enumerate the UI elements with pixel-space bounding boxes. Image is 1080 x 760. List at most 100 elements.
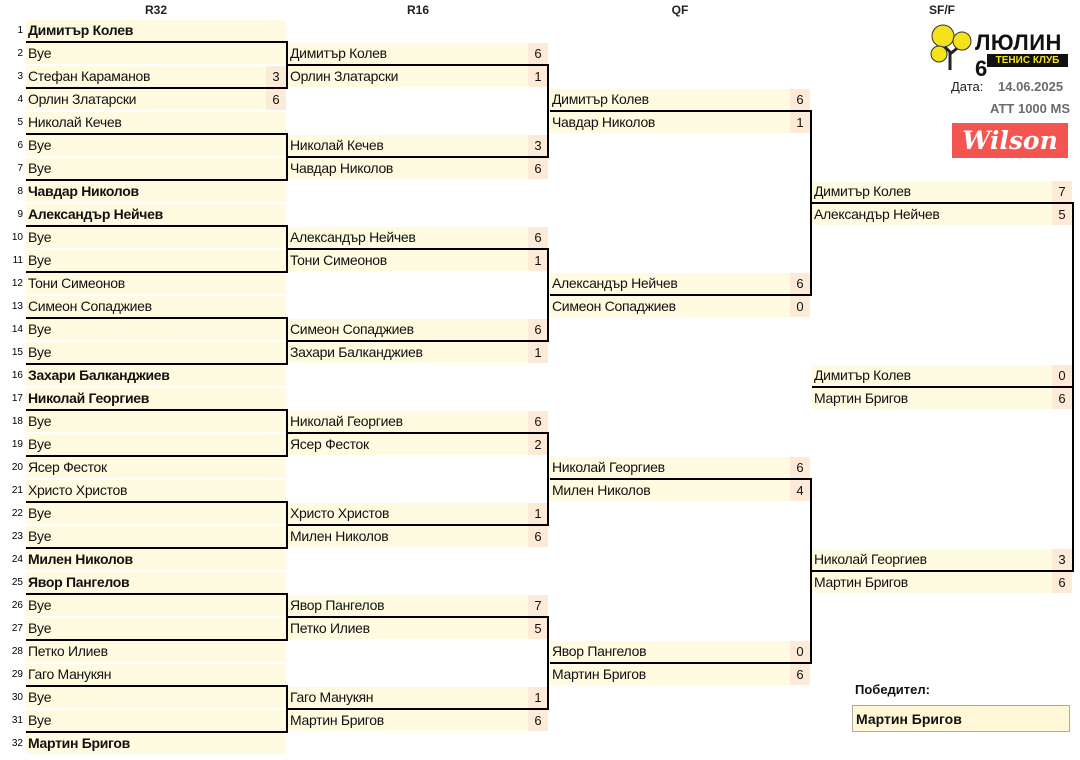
r32-bracket-side [286,501,288,549]
player-name: Мартин Бригов [28,735,130,751]
r16-bracket-side [547,248,549,342]
r32-bracket-top [26,41,288,43]
player-name: Орлин Златарски [290,68,399,84]
r32-entry: Мартин Бригов [26,733,286,754]
seed-number: 8 [17,186,23,197]
player-name: Явор Пангелов [290,597,385,613]
seed-number: 20 [11,462,23,473]
player-name: Явор Пангелов [28,574,130,590]
set-score: 6 [266,89,286,110]
r16-bracket-top [288,432,549,434]
seed-number: 19 [11,439,23,450]
qf-bracket-side [810,110,812,296]
player-name: Bye [28,689,52,705]
player-name: Николай Георгиев [814,551,927,567]
player-name: Петко Илиев [290,620,370,636]
qf-entry: Мартин Бригов [550,664,810,685]
r16-entry: Милен Николов [288,526,548,547]
set-score: 6 [528,158,548,179]
qf-entry: Милен Николов [550,480,810,501]
seed-number: 22 [11,508,23,519]
set-score: 1 [528,250,548,271]
r32-entry: Bye [26,411,286,432]
r16-entry: Петко Илиев [288,618,548,639]
seed-number: 29 [11,669,23,680]
r32-bracket-top [26,225,288,227]
player-name: Александър Нейчев [814,206,940,222]
seed-number: 5 [17,117,23,128]
r32-entry: Bye [26,227,286,248]
sf-entry: Николай Георгиев [812,549,1072,570]
club-logo-subtitle: ТЕНИС КЛУБ [987,54,1068,67]
r16-bracket-top [288,248,549,250]
seed-number: 4 [17,94,23,105]
set-score: 1 [528,342,548,363]
date-label: Дата: [951,79,984,94]
r16-entry: Симеон Сопаджиев [288,319,548,340]
set-score: 6 [790,457,810,478]
r32-bracket-side [286,593,288,641]
player-name: Симеон Сопаджиев [552,298,676,314]
r16-entry: Димитър Колев [288,43,548,64]
player-name: Тони Симеонов [28,275,125,291]
r16-entry: Николай Георгиев [288,411,548,432]
seed-number: 31 [11,715,23,726]
set-score: 5 [528,618,548,639]
sponsor-logo: Wilson [952,123,1068,158]
seed-number: 11 [12,255,23,266]
player-name: Николай Кечев [290,137,384,153]
date-value: 14.06.2025 [998,79,1064,94]
seed-number: 25 [11,577,23,588]
r32-entry: Гаго Манукян [26,664,286,685]
r16-bracket-top [288,64,549,66]
qf-entry: Симеон Сопаджиев [550,296,810,317]
qf-entry: Чавдар Николов [550,112,810,133]
qf-bracket-side [810,478,812,664]
player-name: Христо Христов [28,482,128,498]
set-score: 6 [528,526,548,547]
player-name: Ясер Фесток [290,436,369,452]
r32-entry: Тони Симеонов [26,273,286,294]
set-score: 3 [1052,549,1072,570]
r32-bracket-side [286,409,288,457]
r32-entry: Димитър Колев [26,20,286,41]
r32-bracket-bottom [26,639,288,641]
seed-number: 17 [11,393,23,404]
r32-bracket-bottom [26,271,288,273]
r16-entry: Орлин Златарски [288,66,548,87]
set-score: 3 [528,135,548,156]
r32-bracket-side [286,41,288,89]
r32-bracket-side [286,133,288,181]
player-name: Bye [28,160,52,176]
player-name: Петко Илиев [28,643,108,659]
set-score: 4 [790,480,810,501]
seed-number: 10 [11,232,23,243]
r16-bracket-bottom [288,340,549,342]
player-name: Милен Николов [28,551,133,567]
seed-number: 2 [17,48,23,59]
set-score: 6 [1052,388,1072,409]
r32-bracket-side [286,685,288,733]
r32-entry: Bye [26,342,286,363]
player-name: Bye [28,620,52,636]
set-score: 7 [528,595,548,616]
r32-entry: Bye [26,595,286,616]
sf-bracket-bottom [812,570,1074,572]
set-score: 6 [790,664,810,685]
seed-number: 12 [11,278,23,289]
r32-entry: Николай Кечев [26,112,286,133]
set-score: 6 [528,227,548,248]
set-score: 1 [528,503,548,524]
set-score: 1 [528,66,548,87]
player-name: Bye [28,137,52,153]
qf-entry: Димитър Колев [550,89,810,110]
player-name: Мартин Бригов [814,390,908,406]
r32-entry: Христо Христов [26,480,286,501]
seed-number: 18 [11,416,23,427]
r32-entry: Bye [26,687,286,708]
player-name: Гаго Манукян [290,689,374,705]
sf-entry: Димитър Колев [812,181,1072,202]
player-name: Мартин Бригов [552,666,646,682]
qf-bracket-bottom [550,294,812,296]
player-name: Милен Николов [290,528,389,544]
